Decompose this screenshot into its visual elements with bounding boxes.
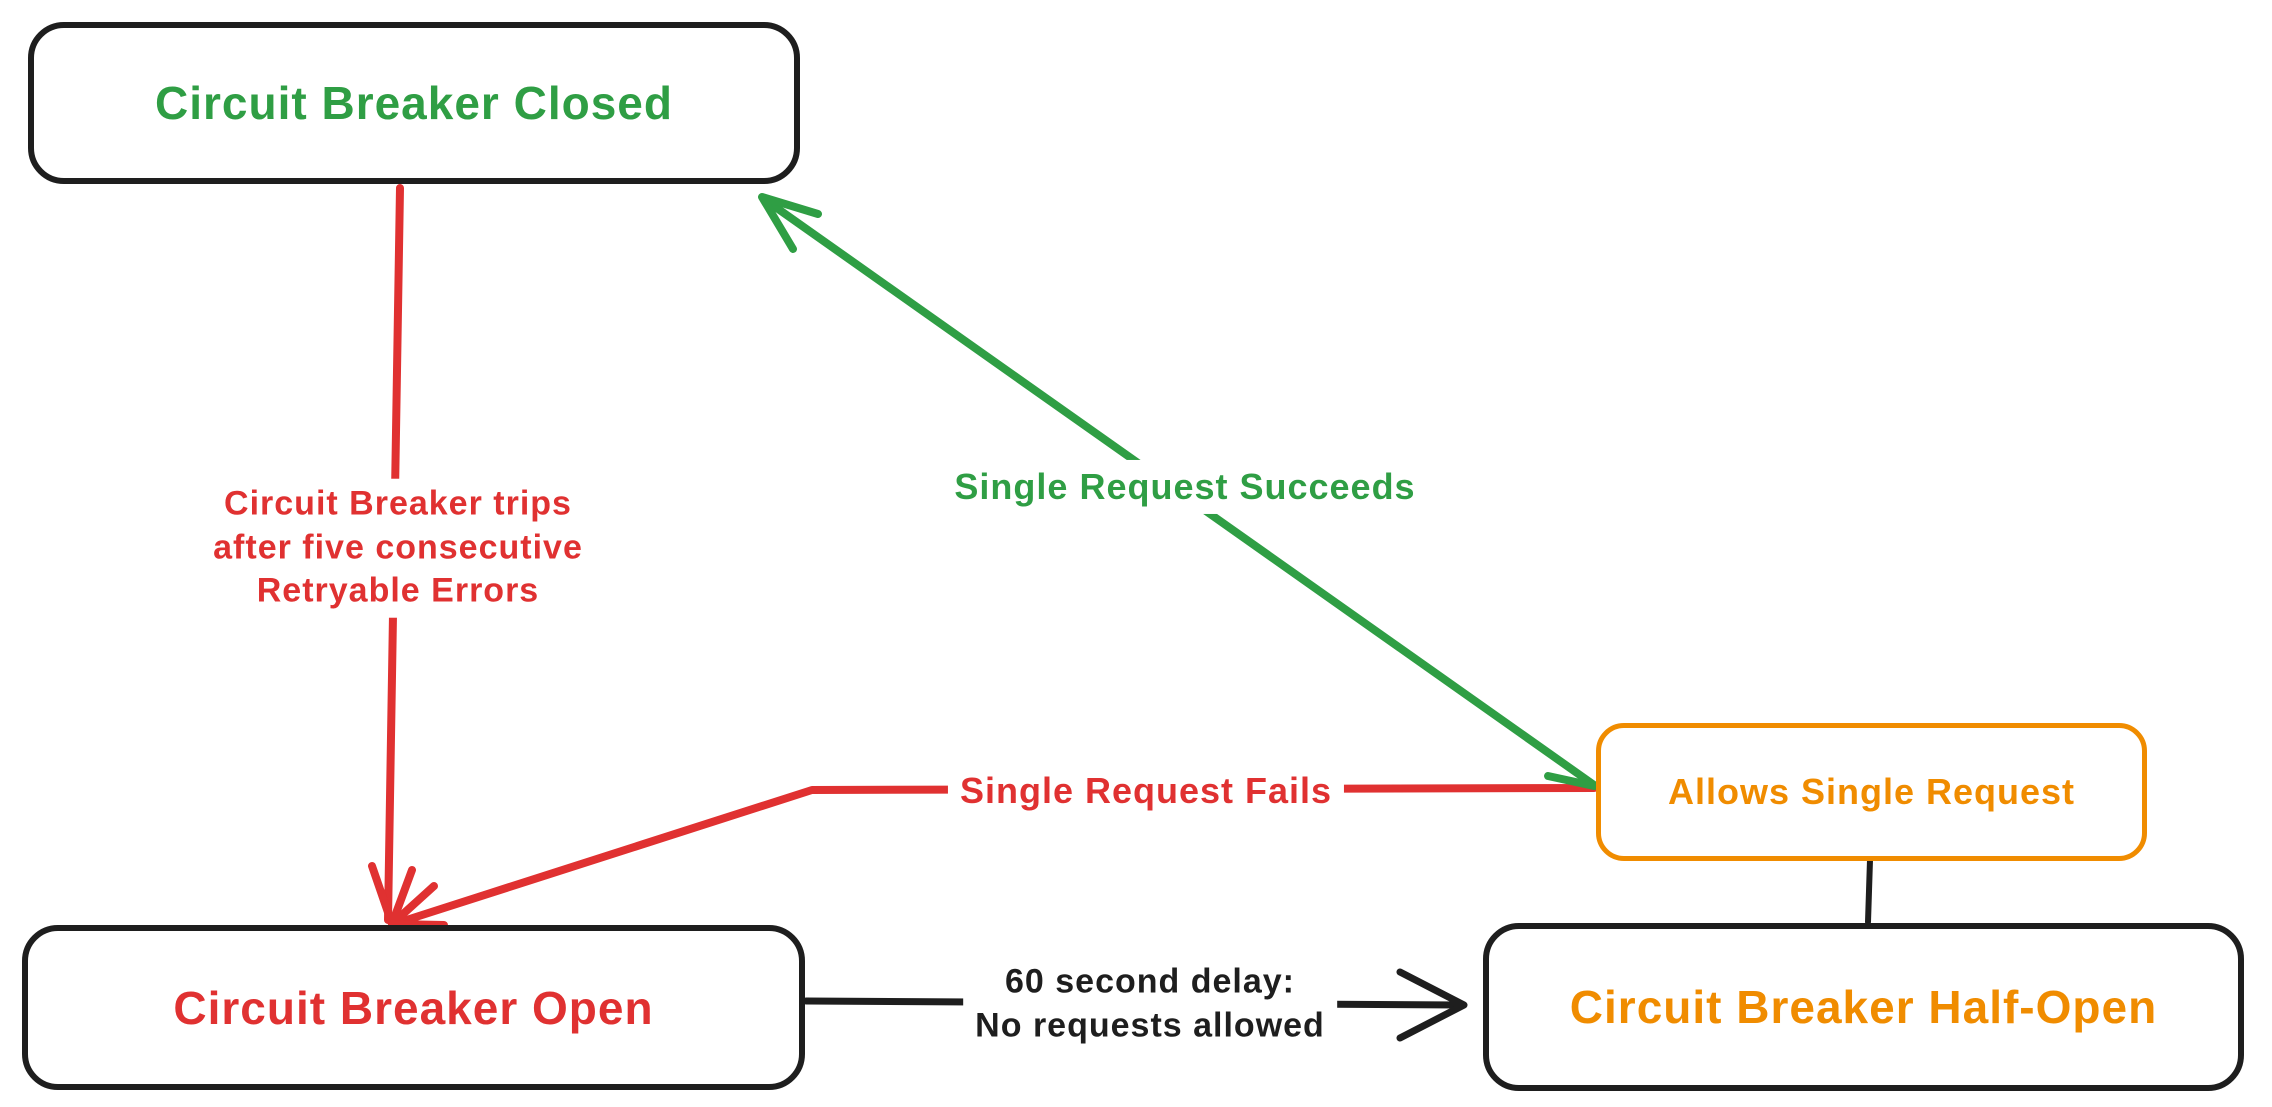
- trip-arrowhead: [368, 862, 396, 928]
- delay-edge-label: 60 second delay: No requests allowed: [963, 956, 1337, 1052]
- state-closed-box: Circuit Breaker Closed: [28, 22, 800, 184]
- fail-arrowhead: [388, 882, 438, 928]
- fail-edge-label: Single Request Fails: [947, 763, 1345, 819]
- trip-arrowhead: [388, 866, 416, 928]
- state-half-open-label: Circuit Breaker Half-Open: [1569, 981, 2158, 1033]
- half-open-connector-line: [1865, 857, 1873, 925]
- succeed-arrowhead: [758, 193, 822, 253]
- allows-single-request-box: Allows Single Request: [1596, 723, 2147, 861]
- succeed-arrow-tail-tick: [1544, 772, 1598, 790]
- fail-arrowhead: [388, 920, 448, 929]
- state-open-label: Circuit Breaker Open: [173, 981, 654, 1034]
- succeed-edge-label: Single Request Succeeds: [942, 459, 1428, 515]
- allows-single-request-label: Allows Single Request: [1667, 771, 2076, 812]
- state-closed-label: Circuit Breaker Closed: [155, 77, 673, 129]
- delay-arrowhead: [1396, 968, 1468, 1042]
- trip-edge-label: Circuit Breaker trips after five consecu…: [201, 478, 595, 618]
- state-half-open-box: Circuit Breaker Half-Open: [1483, 923, 2244, 1091]
- state-open-box: Circuit Breaker Open: [22, 925, 805, 1090]
